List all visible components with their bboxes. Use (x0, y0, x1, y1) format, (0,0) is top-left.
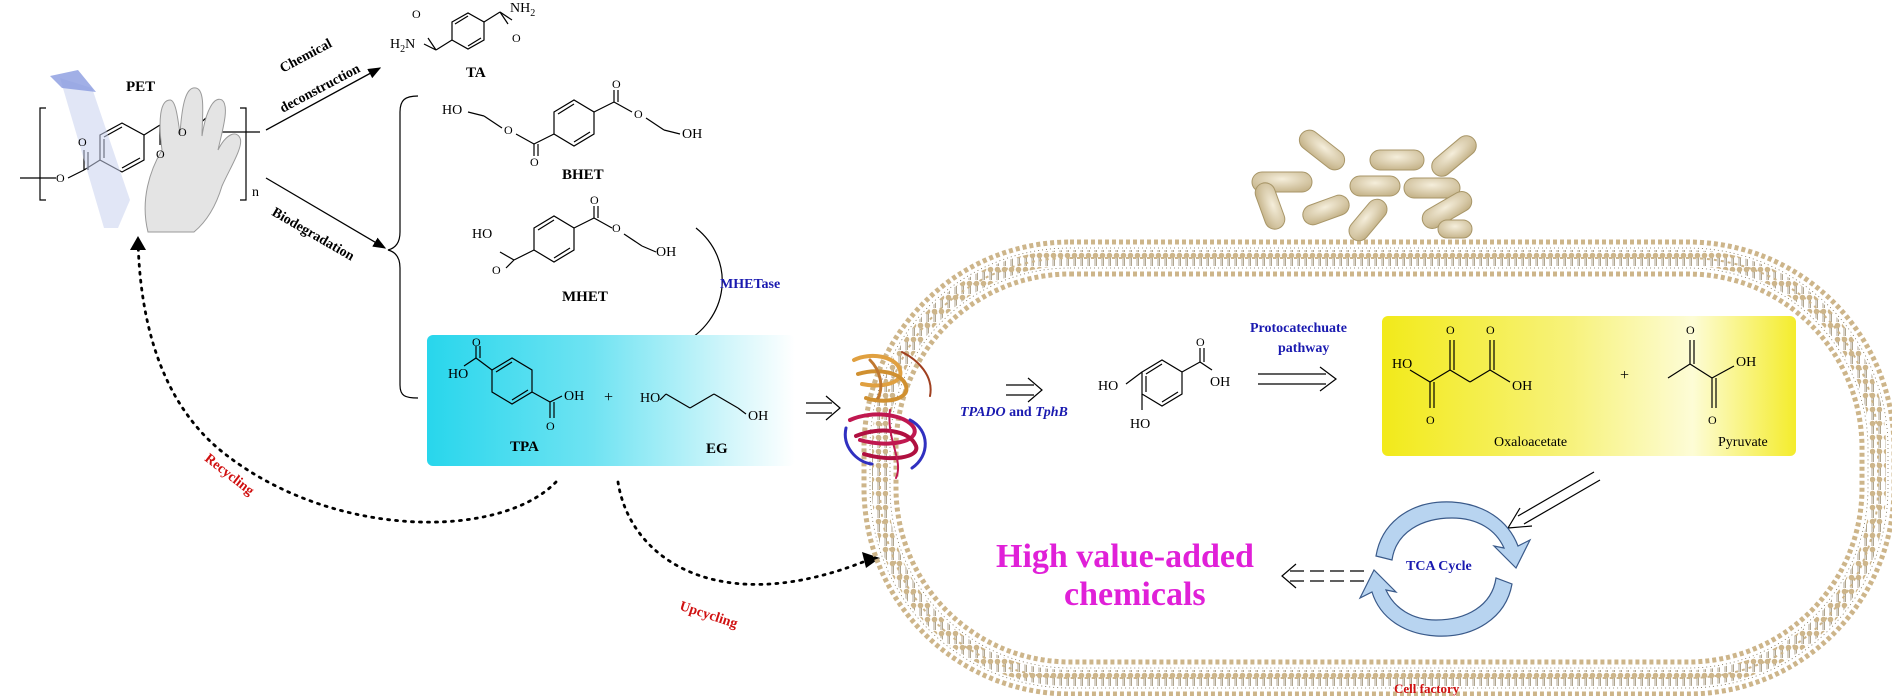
ta-o-1: O (412, 7, 421, 21)
mhet-molecule (499, 206, 657, 269)
mhet-oh: OH (656, 245, 677, 260)
pet-o-2: O (78, 135, 87, 149)
bhet-label: BHET (562, 167, 604, 183)
pca-oh: OH (1210, 375, 1231, 390)
oxa-o-3: O (1426, 413, 1435, 427)
pet-label: PET (126, 79, 156, 95)
oxa-o-1: O (1446, 323, 1455, 337)
mhet-o-1: O (492, 263, 501, 277)
pyruvate-molecule (1667, 340, 1735, 408)
cell-factory-label: Cell factory (1394, 681, 1460, 696)
tpado-tphb-label: TPADO and TphB (960, 406, 1068, 420)
tphb-text: TphB (1035, 405, 1068, 420)
mhetase-label: MHETase (720, 277, 781, 292)
upcycling-arrow (616, 480, 870, 586)
bhet-molecule (467, 90, 681, 156)
biodegradation-arrow (265, 177, 387, 249)
tpa-o-2: O (546, 419, 555, 433)
oxa-ho: HO (1392, 357, 1413, 372)
ta-label: TA (466, 65, 486, 81)
open-arrow-2 (1006, 377, 1043, 403)
bhet-o-2: O (530, 155, 539, 169)
bhet-oh: OH (682, 127, 703, 142)
cell-membrane (861, 239, 1892, 696)
high-value-label-2: chemicals (1064, 576, 1206, 613)
mhet-label: MHET (562, 289, 608, 305)
open-arrow-4 (1506, 471, 1601, 529)
ta-nh2: NH2 (510, 1, 536, 19)
ta-h2n: H2N (390, 37, 416, 55)
n-subscript: n (252, 185, 259, 200)
recycling-arrow (136, 238, 558, 524)
oxa-oh: OH (1512, 379, 1533, 394)
protocatechuate-molecule (1125, 348, 1213, 410)
bacteria-cluster (1251, 129, 1477, 242)
plus-2: + (1620, 367, 1630, 384)
tpado-enzyme-structure (843, 351, 932, 479)
mhet-o-2: O (590, 193, 599, 207)
tpa-label: TPA (510, 439, 539, 455)
pyruvate-label: Pyruvate (1718, 435, 1768, 450)
pyr-o-1: O (1686, 323, 1695, 337)
eg-oh: OH (748, 409, 769, 424)
glove-and-tube-image (50, 70, 242, 233)
tca-cycle-label: TCA Cycle (1406, 559, 1472, 574)
eg-ho: HO (640, 391, 661, 406)
tpa-eg-box (427, 335, 795, 466)
pca-ho-1: HO (1098, 379, 1119, 394)
tpa-oh: OH (564, 389, 585, 404)
dashed-open-arrow (1281, 563, 1366, 589)
mhet-ho: HO (472, 227, 493, 242)
pet-o-1: O (56, 171, 65, 185)
oxaloacetate-molecule (1409, 340, 1511, 408)
plus-1: + (604, 389, 614, 406)
pca-ho-2: HO (1130, 417, 1151, 432)
and-text: and (1005, 405, 1036, 420)
eg-molecule (659, 393, 747, 415)
pet-o-3: O (178, 125, 187, 139)
oxaloacetate-label: Oxaloacetate (1494, 435, 1568, 450)
tca-cycle-arrows (1358, 501, 1532, 637)
high-value-label-1: High value-added (996, 538, 1254, 575)
protocatechuate-label-1: Protocatechuate (1250, 321, 1347, 336)
open-arrow-1 (806, 395, 841, 421)
products-brace (387, 95, 419, 399)
mhet-o-3: O (612, 221, 621, 235)
ta-o-2: O (512, 31, 521, 45)
bhet-o-1: O (504, 123, 513, 137)
pet-o-4: O (156, 147, 165, 161)
tpa-molecule (463, 346, 563, 418)
oxaloacetate-pyruvate-box (1382, 316, 1796, 456)
open-arrow-3 (1258, 366, 1337, 392)
protocatechuate-label-2: pathway (1278, 341, 1330, 356)
ta-molecule (423, 11, 513, 51)
pyr-oh: OH (1736, 355, 1757, 370)
pyr-o-2: O (1708, 413, 1717, 427)
tpado-text: TPADO (960, 405, 1006, 420)
bhet-ho: HO (442, 103, 463, 118)
mhetase-arrow (678, 227, 723, 346)
chemical-deconstruction-arrow (265, 67, 382, 131)
tpa-o-1: O (472, 335, 481, 349)
oxa-o-2: O (1486, 323, 1495, 337)
bhet-o-4: O (634, 107, 643, 121)
bhet-o-3: O (612, 77, 621, 91)
eg-label: EG (706, 441, 728, 457)
tpa-ho: HO (448, 367, 469, 382)
pca-o: O (1196, 335, 1205, 349)
